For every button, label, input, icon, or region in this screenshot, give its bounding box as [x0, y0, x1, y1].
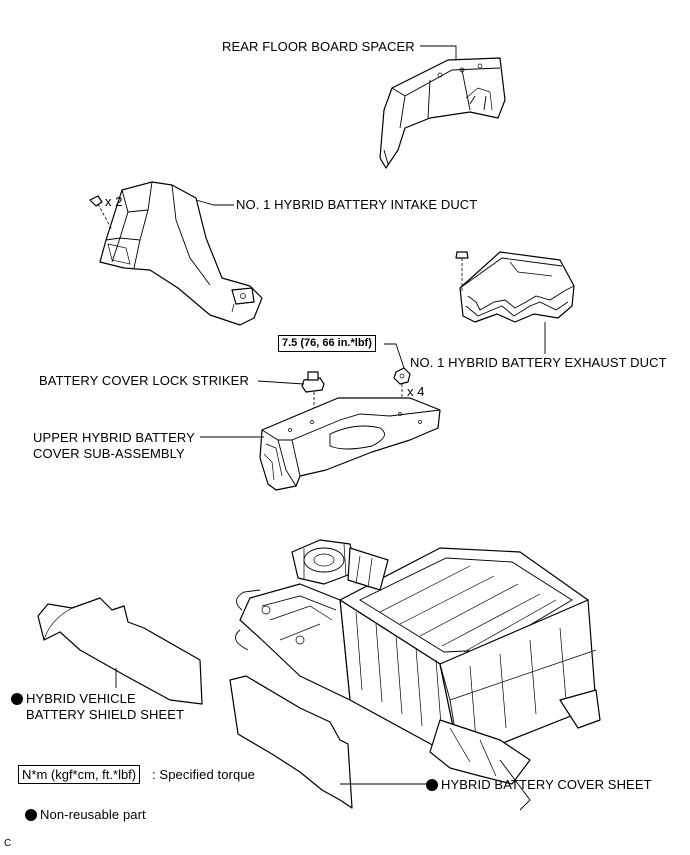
label-cover-sheet: HYBRID BATTERY COVER SHEET — [426, 777, 652, 792]
label-nut-qty: x 4 — [407, 384, 425, 399]
legend-non-reusable: Non-reusable part — [25, 807, 146, 822]
non-reusable-dot-icon — [426, 779, 438, 791]
cover-sheet-drawing — [229, 675, 353, 809]
label-upper-cover-line1: UPPER HYBRID BATTERY — [33, 430, 195, 445]
non-reusable-dot-icon — [11, 693, 23, 705]
label-shield-sheet-line1: HYBRID VEHICLE — [26, 691, 136, 706]
label-cover-sheet-text: HYBRID BATTERY COVER SHEET — [441, 777, 652, 792]
torque-spec-box: 7.5 (76, 66 in.*lbf) — [278, 335, 376, 352]
leader-rear-floor — [420, 45, 457, 60]
upper-cover-drawing — [259, 397, 441, 491]
hybrid-battery-assembly-drawing — [235, 539, 601, 811]
legend-non-reusable-text: Non-reusable part — [40, 807, 146, 822]
leader-striker — [257, 380, 305, 385]
leader-torque — [384, 343, 405, 369]
label-shield-sheet-line2: BATTERY SHIELD SHEET — [26, 707, 185, 722]
shield-sheet-drawing — [37, 597, 203, 705]
rear-floor-board-spacer-drawing — [379, 57, 506, 169]
leader-intake — [195, 199, 234, 206]
label-shield-sheet: HYBRID VEHICLE — [11, 691, 136, 706]
intake-duct-drawing — [89, 181, 263, 326]
corner-mark: C — [4, 838, 12, 849]
lock-striker-drawing — [301, 371, 325, 420]
legend-torque-unit: N*m (kgf*cm, ft.*lbf) — [18, 765, 141, 784]
label-intake-qty: x 2 — [105, 194, 123, 209]
non-reusable-dot-icon — [25, 809, 37, 821]
exhaust-duct-drawing — [455, 251, 575, 323]
legend-torque-desc: : Specified torque — [152, 767, 255, 782]
label-exhaust-duct: NO. 1 HYBRID BATTERY EXHAUST DUCT — [410, 355, 667, 370]
label-upper-cover-line2: COVER SUB-ASSEMBLY — [33, 446, 185, 461]
label-lock-striker: BATTERY COVER LOCK STRIKER — [39, 373, 249, 388]
label-intake-duct: NO. 1 HYBRID BATTERY INTAKE DUCT — [236, 197, 478, 212]
label-rear-floor-board-spacer: REAR FLOOR BOARD SPACER — [222, 39, 415, 54]
